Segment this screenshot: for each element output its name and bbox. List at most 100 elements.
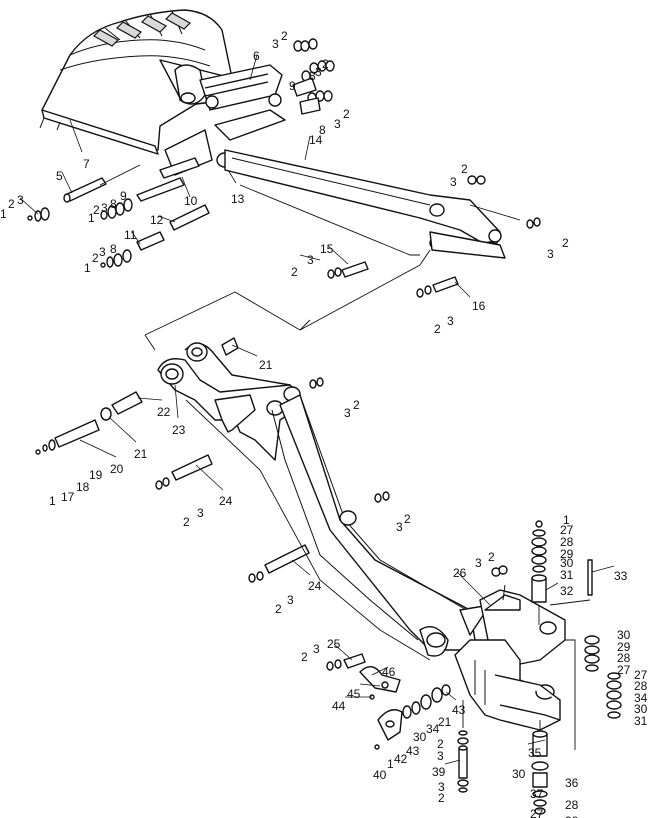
arm [157,342,301,461]
callout-c-pin10: 10 [184,194,198,208]
callout-c-top-2c: 2 [343,107,350,121]
callout-c-p24a-3: 3 [197,506,204,520]
callout-c-p24a-2: 2 [183,515,190,529]
callout-c-r-27b: 27 [617,663,631,677]
callout-c-38: 38 [565,814,579,818]
callout-c-r-27a: 27 [560,523,574,537]
callout-c-p15-3: 3 [307,253,314,267]
callout-c-top-3b: 3 [315,65,322,79]
callout-c-r-28a: 28 [560,535,574,549]
callout-c-sw-3: 3 [475,556,482,570]
callout-c-top-3c: 3 [334,117,341,131]
callout-c-rt-3: 3 [450,175,457,189]
callout-c-bush21a: 21 [259,358,273,372]
callout-c-p15-2: 2 [291,265,298,279]
side-stack-right [565,635,622,750]
callout-labels: 7532198321101211832163232892381413232315… [0,29,648,818]
callout-c-43a: 43 [452,703,466,717]
callout-c-21c: 21 [438,715,452,729]
callout-c-36: 36 [565,776,579,790]
callout-c-18: 18 [76,480,90,494]
callout-c-pin25: 25 [327,637,341,651]
callout-c-1b: 1 [387,757,394,771]
callout-c-bkt-8: 8 [110,197,117,211]
callout-c-r-32: 32 [560,584,574,598]
callout-c-far-2: 2 [562,236,569,250]
callout-c-26: 26 [453,566,467,580]
callout-c-r-27c: 27 [634,668,648,682]
callout-c-pin22: 22 [157,405,171,419]
callout-c-44: 44 [332,699,346,713]
callout-c-2b: 2 [437,737,444,751]
callout-c-top-3: 3 [272,37,279,51]
callout-c-r-29a: 29 [560,547,574,561]
callout-c-39: 39 [432,765,446,779]
top-washers [292,38,541,229]
callout-c-mid-2: 2 [92,251,99,265]
callout-c-2c: 2 [438,791,445,805]
callout-c-bkt-2: 2 [93,203,100,217]
callout-c-top-8b: 8 [319,123,326,137]
callout-c-r-28c: 28 [634,679,648,693]
swing-bracket [454,565,566,731]
callout-c-r-1: 1 [563,513,570,527]
callout-c-19: 19 [89,468,103,482]
callout-c-r-34a: 34 [634,691,648,705]
callout-c-27d: 27 [530,807,544,818]
callout-c-pin16: 16 [472,299,486,313]
callout-c-r-30a: 30 [560,556,574,570]
callout-c-bkt-9: 9 [120,189,127,203]
callout-c-p16-3: 3 [447,314,454,328]
callout-c-boom-2: 2 [404,512,411,526]
callout-c-35: 35 [528,746,542,760]
callout-c-p25-2: 2 [301,650,308,664]
callout-c-17: 17 [61,490,75,504]
callout-c-pin5: 5 [56,169,63,183]
callout-c-r-30b: 30 [617,628,631,642]
callout-c-pin15: 15 [320,242,334,256]
callout-c-30e: 30 [512,767,526,781]
callout-c-r-30c: 30 [634,702,648,716]
callout-c-43b: 43 [406,744,420,758]
callout-c-top-8: 8 [309,69,316,83]
callout-c-r-33: 33 [614,569,628,583]
callout-c-34b: 34 [426,722,440,736]
callout-c-pin24b: 24 [308,579,322,593]
callout-c-bkt-3: 3 [101,201,108,215]
arm-pins [35,337,431,661]
hidden-arm-outline [144,249,431,336]
callout-c-23: 23 [172,423,186,437]
callout-c-rt-2: 2 [461,162,468,176]
callout-c-bkt-l-2: 2 [8,197,15,211]
callout-c-1a: 1 [49,494,56,508]
callout-c-45: 45 [347,687,361,701]
callout-c-3c: 3 [438,780,445,794]
callout-c-p24b-2: 2 [275,602,282,616]
pins-15-16 [299,254,459,298]
callout-c-mid-8: 8 [110,242,117,256]
callout-c-pin12: 12 [150,213,164,227]
callout-c-boom-3: 3 [396,520,403,534]
bucket-link [199,64,286,168]
callout-c-pin11: 11 [124,228,137,242]
callout-c-arm-2: 2 [353,398,360,412]
callout-c-bkt-l-3: 3 [17,193,24,207]
callout-c-42: 42 [394,752,408,766]
callout-c-link6: 6 [253,49,260,63]
callout-c-p25-3: 3 [313,642,320,656]
callout-c-p24b-3: 3 [287,593,294,607]
callout-c-bkt-l-1: 1 [0,207,7,221]
callout-c-p16-2: 2 [434,322,441,336]
callout-c-bkt-1: 1 [88,211,95,225]
bucket-pins [27,157,210,268]
callout-c-far-3: 3 [547,247,554,261]
callout-c-mid-1: 1 [84,261,91,275]
callout-c-arm-3: 3 [344,406,351,420]
bucket [39,9,233,176]
callout-c-sw-2: 2 [488,550,495,564]
callout-c-top-2: 2 [281,29,288,43]
boom [271,394,491,657]
callout-c-bucket: 7 [83,157,90,171]
link-14 [224,149,521,259]
